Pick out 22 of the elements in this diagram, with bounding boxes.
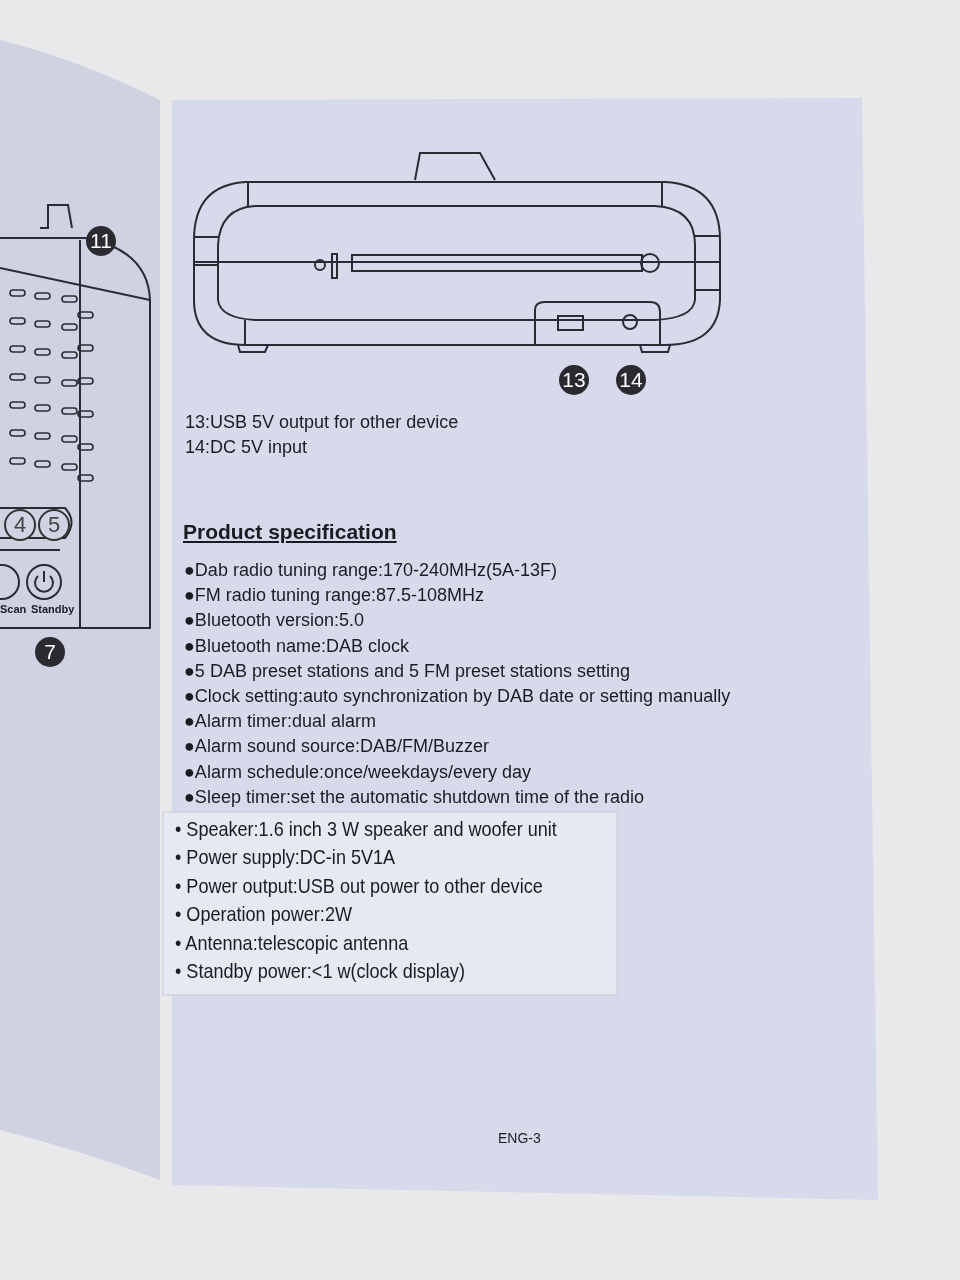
text-line: 13:USB 5V output for other device: [185, 412, 459, 433]
spec-list-item: ●Alarm schedule:once/weekdays/every day: [184, 761, 532, 783]
text-line: 14:DC 5V input: [185, 437, 308, 458]
spec-list-item: • Power supply:DC-in 5V1A: [175, 845, 396, 870]
spec-list-item: ●Sleep timer:set the automatic shutdown time of the radio: [184, 786, 645, 808]
spec-list-item: ●Alarm sound source:DAB/FM/Buzzer: [184, 736, 489, 758]
spec-list-item: • Speaker:1.6 inch 3 W speaker and woofer unit: [175, 817, 557, 841]
section-heading: Product specification: [183, 520, 397, 544]
spec-list-item: ●Bluetooth version:5.0: [184, 610, 364, 632]
spec-list-item: ●FM radio tuning range:87.5-108MHz: [184, 585, 485, 607]
spec-list-item: ●Dab radio tuning range:170-240MHz(5A-13F): [184, 560, 558, 581]
spec-list-item: • Antenna:telescopic antenna: [175, 930, 409, 955]
spec-list-item: • Standby power:<1 w(clock display): [175, 959, 465, 983]
spec-list-item: • Operation power:2W: [175, 902, 352, 927]
button-caption: Scan: [0, 603, 27, 615]
spec-list-item: ●5 DAB preset stations and 5 FM preset stations setting: [184, 660, 631, 682]
text-line: ENG-3: [498, 1130, 541, 1146]
spec-list-item: ●Alarm timer:dual alarm: [184, 711, 376, 733]
spec-list-item: ●Bluetooth name:DAB clock: [184, 635, 409, 657]
spec-list-item: • Power output:USB out power to other device: [175, 873, 543, 898]
button-caption: Standby: [31, 603, 75, 615]
spec-list-item: ●Clock setting:auto synchronization by DAB date or setting manually: [184, 686, 731, 707]
